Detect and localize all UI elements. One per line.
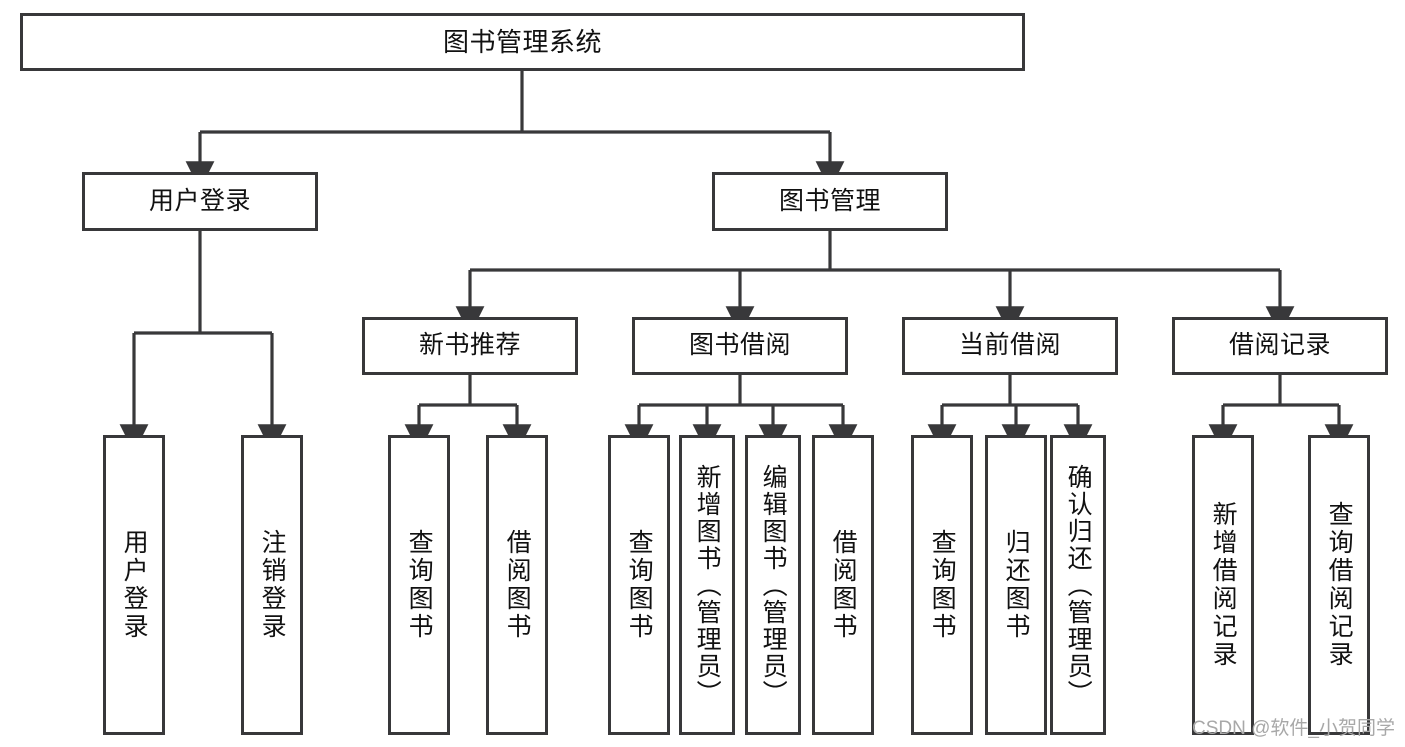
node-leaf-user-login-label: 用户登录 bbox=[120, 529, 149, 641]
node-leaf-query-book-1-label: 查询图书 bbox=[405, 529, 434, 641]
node-leaf-borrow-book-2[interactable]: 借阅图书 bbox=[812, 435, 874, 735]
node-book-borrow-label: 图书借阅 bbox=[688, 331, 791, 360]
node-borrow-record[interactable]: 借阅记录 bbox=[1172, 317, 1388, 375]
node-leaf-borrow-book-2-label: 借阅图书 bbox=[829, 529, 858, 641]
node-leaf-add-book-admin[interactable]: 新增图书（管理员） bbox=[679, 435, 735, 735]
node-leaf-query-borrow-record[interactable]: 查询借阅记录 bbox=[1308, 435, 1370, 735]
node-leaf-query-book-3[interactable]: 查询图书 bbox=[911, 435, 973, 735]
node-leaf-confirm-return-admin[interactable]: 确认归还（管理员） bbox=[1050, 435, 1106, 735]
node-leaf-borrow-book-1[interactable]: 借阅图书 bbox=[486, 435, 548, 735]
node-leaf-user-logout[interactable]: 注销登录 bbox=[241, 435, 303, 735]
csdn-watermark: CSDN @软件_小贺同学 bbox=[1192, 718, 1395, 739]
node-borrow-record-label: 借阅记录 bbox=[1228, 331, 1331, 360]
node-leaf-return-book-label: 归还图书 bbox=[1002, 529, 1031, 641]
node-root-label: 图书管理系统 bbox=[442, 26, 602, 57]
node-book-manage[interactable]: 图书管理 bbox=[712, 172, 948, 231]
node-leaf-edit-book-admin[interactable]: 编辑图书（管理员） bbox=[745, 435, 801, 735]
node-leaf-confirm-return-admin-label: 确认归还（管理员） bbox=[1064, 463, 1093, 707]
node-leaf-add-borrow-record-label: 新增借阅记录 bbox=[1209, 501, 1238, 669]
node-new-book-recommend-label: 新书推荐 bbox=[418, 331, 521, 360]
node-leaf-query-book-2-label: 查询图书 bbox=[625, 529, 654, 641]
node-current-borrow-label: 当前借阅 bbox=[958, 331, 1061, 360]
node-leaf-borrow-book-1-label: 借阅图书 bbox=[503, 529, 532, 641]
node-user-login[interactable]: 用户登录 bbox=[82, 172, 318, 231]
node-book-borrow[interactable]: 图书借阅 bbox=[632, 317, 848, 375]
node-leaf-user-logout-label: 注销登录 bbox=[258, 529, 287, 641]
node-leaf-return-book[interactable]: 归还图书 bbox=[985, 435, 1047, 735]
node-book-manage-label: 图书管理 bbox=[778, 186, 881, 215]
node-leaf-query-book-1[interactable]: 查询图书 bbox=[388, 435, 450, 735]
node-root[interactable]: 图书管理系统 bbox=[20, 13, 1025, 71]
node-new-book-recommend[interactable]: 新书推荐 bbox=[362, 317, 578, 375]
node-current-borrow[interactable]: 当前借阅 bbox=[902, 317, 1118, 375]
node-leaf-query-book-3-label: 查询图书 bbox=[928, 529, 957, 641]
node-leaf-query-borrow-record-label: 查询借阅记录 bbox=[1325, 501, 1354, 669]
node-leaf-edit-book-admin-label: 编辑图书（管理员） bbox=[759, 463, 788, 707]
node-leaf-query-book-2[interactable]: 查询图书 bbox=[608, 435, 670, 735]
node-leaf-add-book-admin-label: 新增图书（管理员） bbox=[693, 463, 722, 707]
node-leaf-user-login[interactable]: 用户登录 bbox=[103, 435, 165, 735]
node-leaf-add-borrow-record[interactable]: 新增借阅记录 bbox=[1192, 435, 1254, 735]
node-user-login-label: 用户登录 bbox=[148, 186, 251, 215]
